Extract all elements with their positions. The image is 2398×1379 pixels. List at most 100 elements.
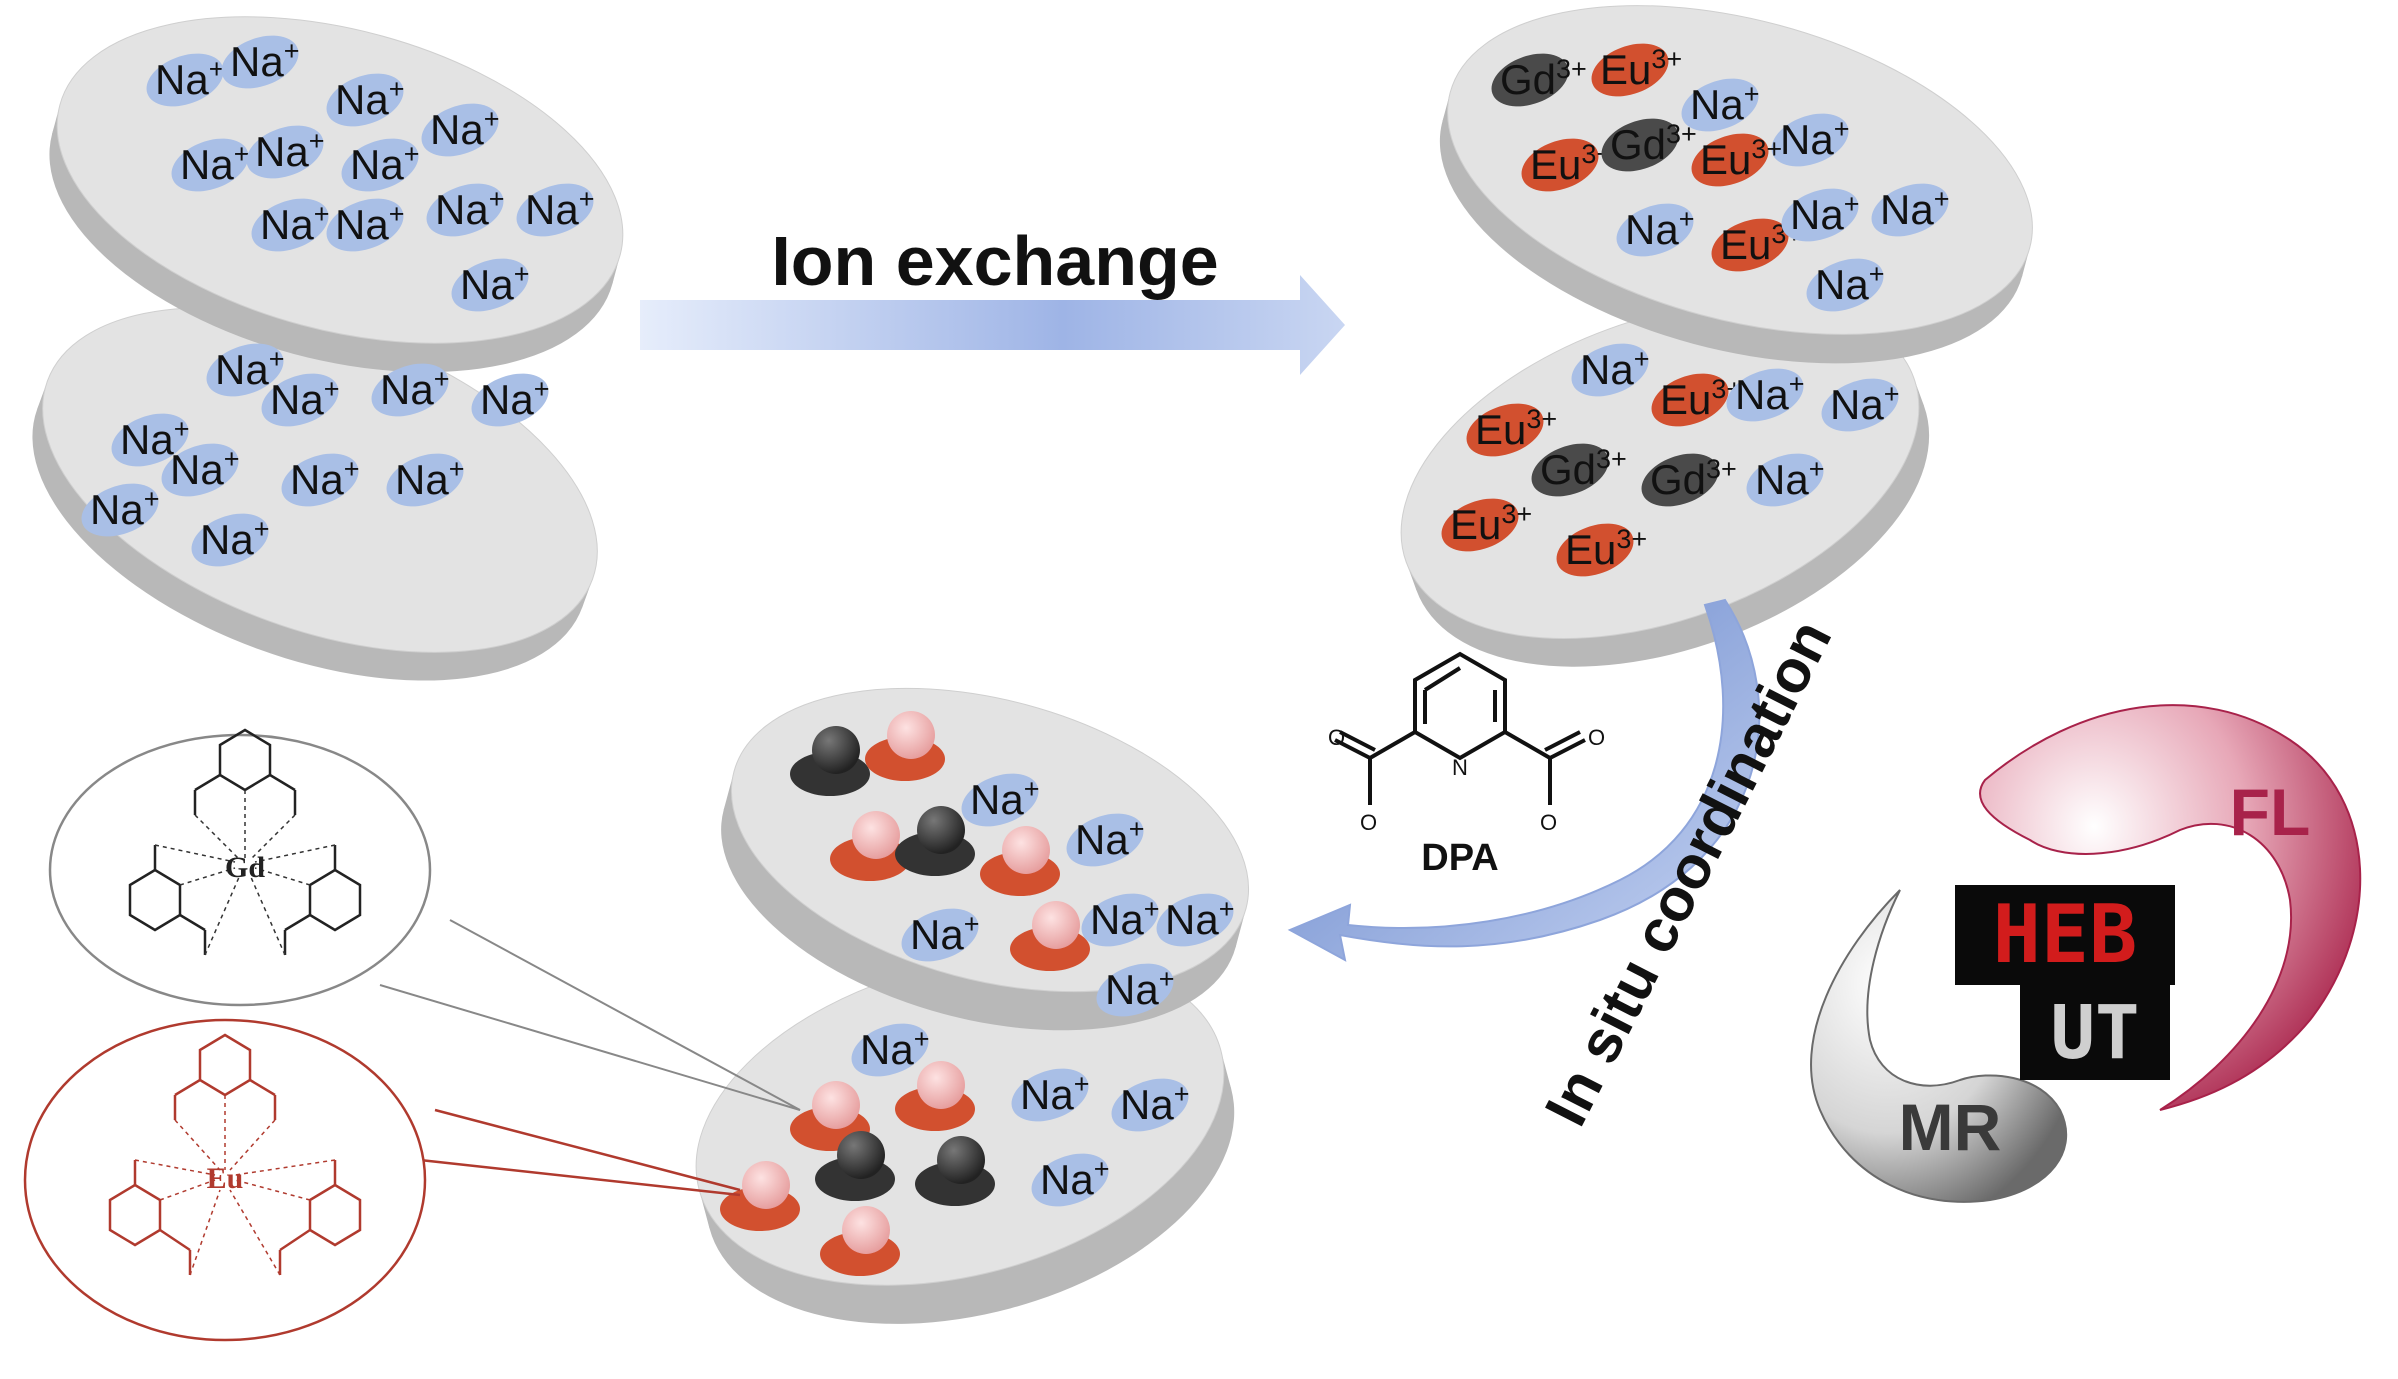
na-ion: Na+ — [1081, 893, 1159, 947]
na-ion-label: Na+ — [480, 374, 549, 423]
na-ion-shape — [246, 125, 324, 179]
dpa-label: DPA — [1421, 837, 1498, 879]
eu-complex-ball — [812, 1081, 860, 1129]
na-ion-shape — [1871, 183, 1949, 237]
na-ion-label: Na+ — [910, 909, 979, 958]
eu-ion: Eu3+ — [1691, 133, 1782, 187]
na-ion: Na+ — [326, 73, 404, 127]
na-ion-shape — [451, 258, 529, 312]
na-ion-label: Na+ — [395, 454, 464, 503]
na-ion-label: Na+ — [1075, 814, 1144, 863]
na-ion-label: Na+ — [1120, 1079, 1189, 1128]
na-ion: Na+ — [371, 363, 449, 417]
gd-ion-label: Gd3+ — [1540, 444, 1627, 493]
fl-swoosh — [1979, 704, 2362, 1111]
na-ion: Na+ — [421, 103, 499, 157]
na-ion: Na+ — [261, 373, 339, 427]
na-ion: Na+ — [191, 513, 269, 567]
na-ion: Na+ — [251, 198, 329, 252]
na-ion: Na+ — [146, 53, 224, 107]
eu-ion: Eu3+ — [1466, 403, 1557, 457]
na-ion: Na+ — [961, 773, 1039, 827]
na-ion-shape — [281, 453, 359, 507]
na-ion: Na+ — [1616, 203, 1694, 257]
na-ion-shape — [421, 103, 499, 157]
eu-complex-ball — [1002, 826, 1050, 874]
eu-ion: Eu3+ — [1591, 43, 1682, 97]
na-ion-label: Na+ — [1790, 189, 1859, 238]
na-ion: Na+ — [471, 373, 549, 427]
na-ion-label: Na+ — [260, 199, 329, 248]
na-ion-shape — [1746, 453, 1824, 507]
ion-exchange-label: Ion exchange — [771, 222, 1218, 300]
na-ion: Na+ — [1096, 963, 1174, 1017]
na-ion-shape — [1726, 368, 1804, 422]
na-ion-label: Na+ — [1830, 379, 1899, 428]
na-ion: Na+ — [1156, 893, 1234, 947]
na-ion: Na+ — [341, 138, 419, 192]
in-situ-label: In situ coordination — [1532, 610, 1844, 1136]
eu-complex — [820, 1206, 900, 1276]
eu-complex — [830, 811, 910, 881]
fl-label: FL — [2230, 775, 2311, 849]
na-ion-shape — [1781, 188, 1859, 242]
na-ion-shape — [1066, 813, 1144, 867]
gd-metal-label: Gd — [225, 851, 265, 884]
na-ion-label: Na+ — [1580, 344, 1649, 393]
na-ion: Na+ — [1031, 1153, 1109, 1207]
na-ion-label: Na+ — [200, 514, 269, 563]
na-ion-label: Na+ — [335, 199, 404, 248]
na-ion-label: Na+ — [1780, 114, 1849, 163]
na-ion-shape — [206, 343, 284, 397]
gd-complex — [815, 1131, 895, 1201]
eu-ion-label: Eu3+ — [1450, 499, 1532, 548]
na-ion-label: Na+ — [1040, 1154, 1109, 1203]
eu-complex — [720, 1161, 800, 1231]
complex-ion-group: Na+Na+Na+Na+Na+Na+Na+Na+Na+Na+ — [720, 711, 1234, 1276]
na-ion-label: Na+ — [970, 774, 1039, 823]
na-ion-shape — [1571, 343, 1649, 397]
eu-coordination-bonds — [134, 1095, 336, 1276]
na-ion-shape — [1111, 1078, 1189, 1132]
na-ion-label: Na+ — [1165, 894, 1234, 943]
eu-ion-shape — [1691, 133, 1769, 187]
na-ion: Na+ — [111, 413, 189, 467]
na-ion: Na+ — [1571, 343, 1649, 397]
na-ion-label: Na+ — [90, 484, 159, 533]
eu-complex — [865, 711, 945, 781]
na-ion-shape — [171, 138, 249, 192]
dpa-o2: O — [1360, 810, 1377, 835]
na-ion: Na+ — [171, 138, 249, 192]
gd-complex-ball — [837, 1131, 885, 1179]
na-ion: Na+ — [386, 453, 464, 507]
na-ion-label: Na+ — [1105, 964, 1174, 1013]
na-ion: Na+ — [426, 183, 504, 237]
na-ion: Na+ — [1781, 188, 1859, 242]
na-ion-label: Na+ — [1880, 184, 1949, 233]
eu-complex — [1010, 901, 1090, 971]
na-ion-label: Na+ — [290, 454, 359, 503]
ut-image-panel — [2020, 985, 2170, 1080]
eu-ion-shape — [1651, 373, 1729, 427]
na-ion-shape — [851, 1023, 929, 1077]
dpa-o3: O — [1588, 725, 1605, 750]
na-ion: Na+ — [221, 35, 299, 89]
na-ion: Na+ — [851, 1023, 929, 1077]
na-ion-label: Na+ — [120, 414, 189, 463]
na-ion-label: Na+ — [1815, 259, 1884, 308]
gd-ion: Gd3+ — [1491, 53, 1587, 107]
gd-complex-callout: Gd — [48, 728, 801, 1111]
na-ion-label: Na+ — [1755, 454, 1824, 503]
na-ion-label: Na+ — [180, 139, 249, 188]
eu-complex-ball — [917, 1061, 965, 1109]
imaging-modalities: FL MR HEB UT — [1810, 704, 2362, 1203]
na-ion-label: Na+ — [155, 54, 224, 103]
na-ion: Na+ — [451, 258, 529, 312]
na-ion: Na+ — [1821, 378, 1899, 432]
heb-image-text: HEB — [1993, 888, 2138, 981]
na-ion: Na+ — [1871, 183, 1949, 237]
gd-ion: Gd3+ — [1531, 443, 1627, 497]
gd-complex-ball — [812, 726, 860, 774]
na-ion-label: Na+ — [860, 1024, 929, 1073]
mr-label: MR — [1899, 1090, 2002, 1164]
